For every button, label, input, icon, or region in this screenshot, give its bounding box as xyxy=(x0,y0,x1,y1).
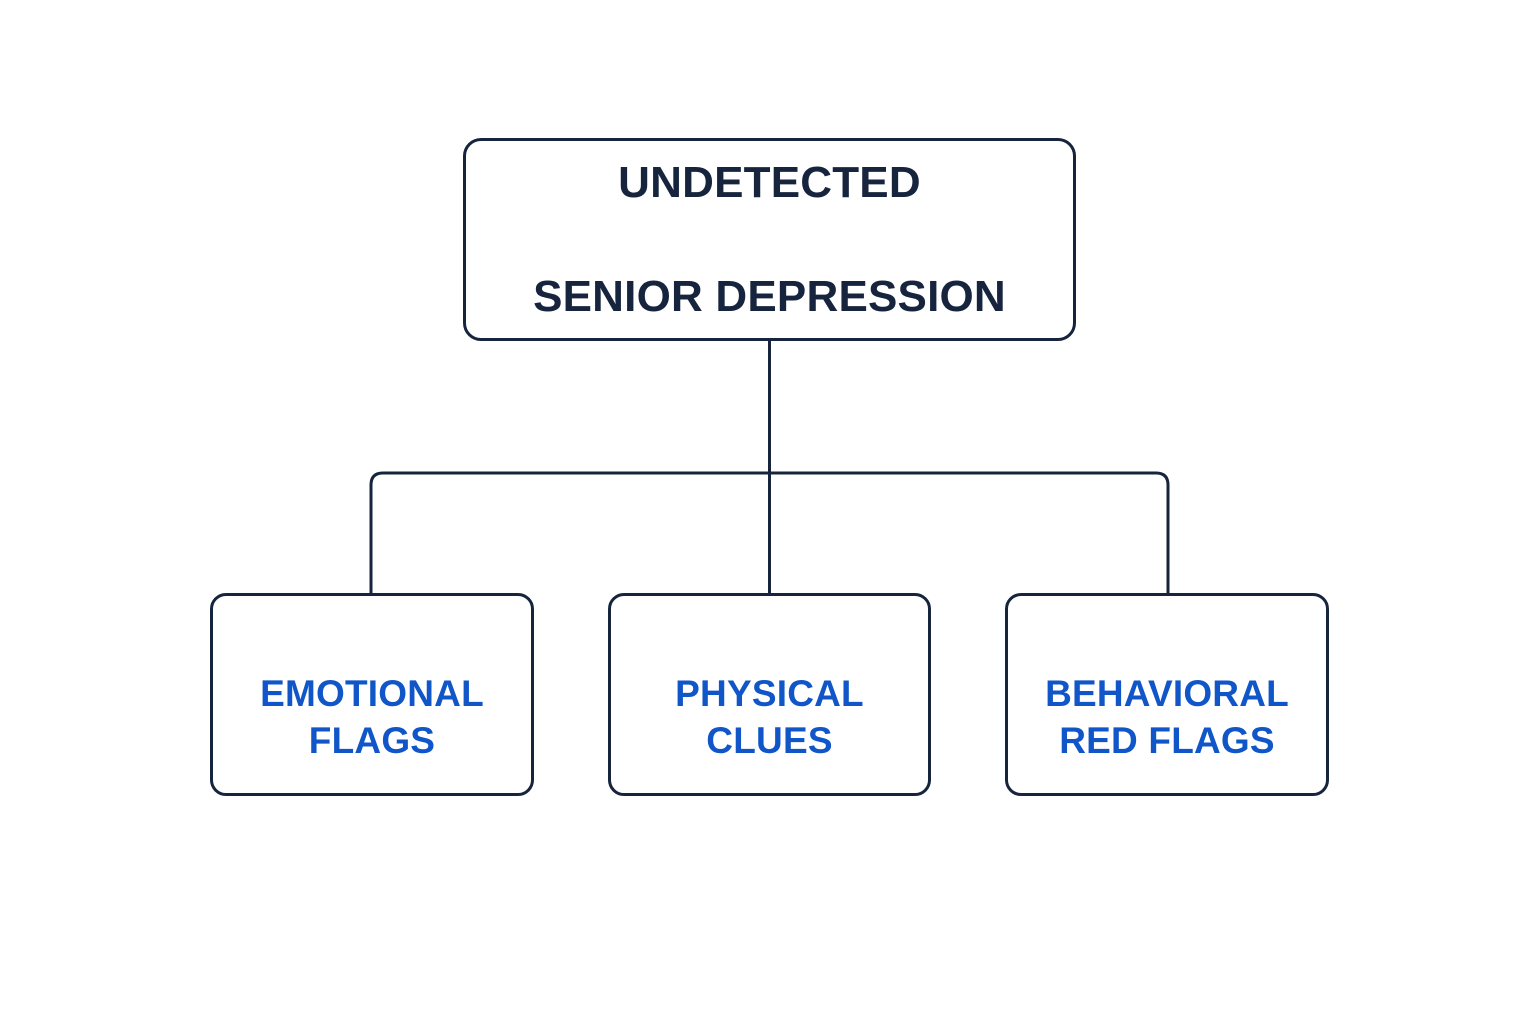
node-root[interactable]: UNDETECTED SENIOR DEPRESSION xyxy=(463,138,1076,341)
node-emotional-flags-label-line-1: EMOTIONAL xyxy=(260,673,484,715)
node-root-label: UNDETECTED SENIOR DEPRESSION xyxy=(533,97,1006,383)
node-emotional-flags-label: EMOTIONAL FLAGS xyxy=(260,625,484,764)
connector-bus-right xyxy=(769,471,1170,593)
node-behavioral-red-flags[interactable]: BEHAVIORAL RED FLAGS xyxy=(1005,593,1329,796)
node-physical-clues-label-line-2: CLUES xyxy=(706,719,833,761)
node-physical-clues-label-line-1: PHYSICAL xyxy=(675,673,864,715)
node-behavioral-red-flags-label-line-1: BEHAVIORAL xyxy=(1045,673,1289,715)
node-emotional-flags-label-line-2: FLAGS xyxy=(308,719,436,761)
node-emotional-flags[interactable]: EMOTIONAL FLAGS xyxy=(210,593,534,796)
node-root-label-line-1: UNDETECTED xyxy=(618,157,921,207)
node-physical-clues[interactable]: PHYSICAL CLUES xyxy=(608,593,931,796)
node-behavioral-red-flags-label: BEHAVIORAL RED FLAGS xyxy=(1045,625,1289,764)
node-root-label-line-2: SENIOR DEPRESSION xyxy=(533,272,1006,322)
node-behavioral-red-flags-label-line-2: RED FLAGS xyxy=(1059,719,1275,761)
node-physical-clues-label: PHYSICAL CLUES xyxy=(675,625,864,764)
connector-bus-left xyxy=(369,471,770,593)
